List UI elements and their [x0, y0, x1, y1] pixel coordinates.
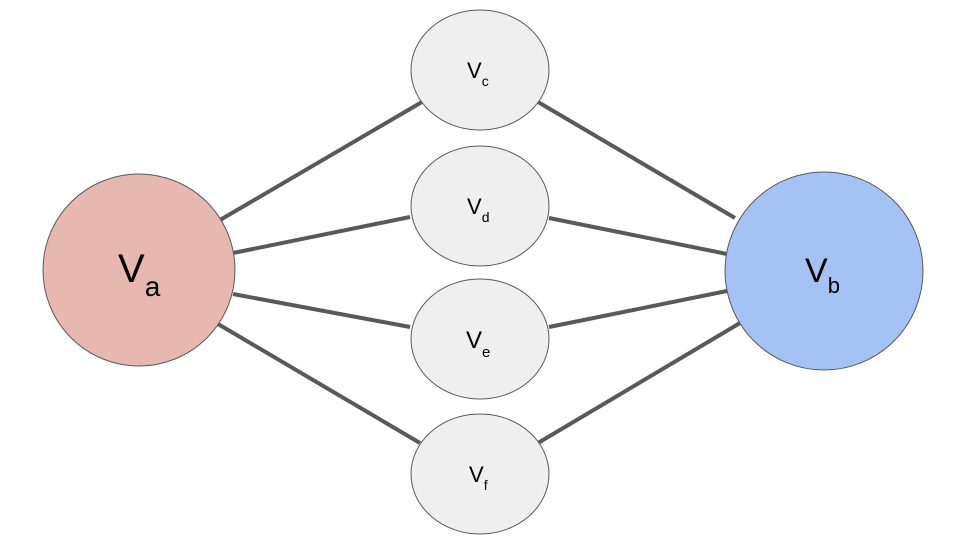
- node-ve-label: Ve: [466, 327, 490, 361]
- node-va: Va: [42, 173, 236, 367]
- node-vc: Vc: [410, 9, 550, 131]
- node-ve-ellipse: [410, 278, 550, 400]
- node-vb-label: Vb: [805, 252, 840, 298]
- node-vf-ellipse: [410, 413, 550, 535]
- node-vd: Vd: [410, 145, 550, 267]
- edge-va-vf: [216, 322, 422, 445]
- node-vf-label: Vf: [469, 462, 488, 493]
- edges-layer: [216, 100, 742, 445]
- edge-ve-vb: [548, 289, 728, 329]
- edge-vc-vb: [536, 100, 737, 220]
- edge-vf-vb: [536, 321, 742, 445]
- edge-va-ve: [232, 292, 411, 329]
- node-vc-label: Vc: [467, 58, 489, 89]
- edge-vd-vb: [548, 216, 728, 256]
- node-vd-ellipse: [410, 145, 550, 267]
- node-va-circle: [42, 173, 236, 367]
- node-vc-ellipse: [410, 9, 550, 131]
- node-vb-circle: [724, 171, 924, 371]
- edge-va-vd: [232, 215, 411, 255]
- node-ve: Ve: [410, 278, 550, 400]
- node-vd-label: Vd: [467, 194, 489, 225]
- node-vb: Vb: [724, 171, 924, 371]
- node-va-label: Va: [118, 247, 161, 302]
- edge-va-vc: [218, 100, 424, 222]
- node-vf: Vf: [410, 413, 550, 535]
